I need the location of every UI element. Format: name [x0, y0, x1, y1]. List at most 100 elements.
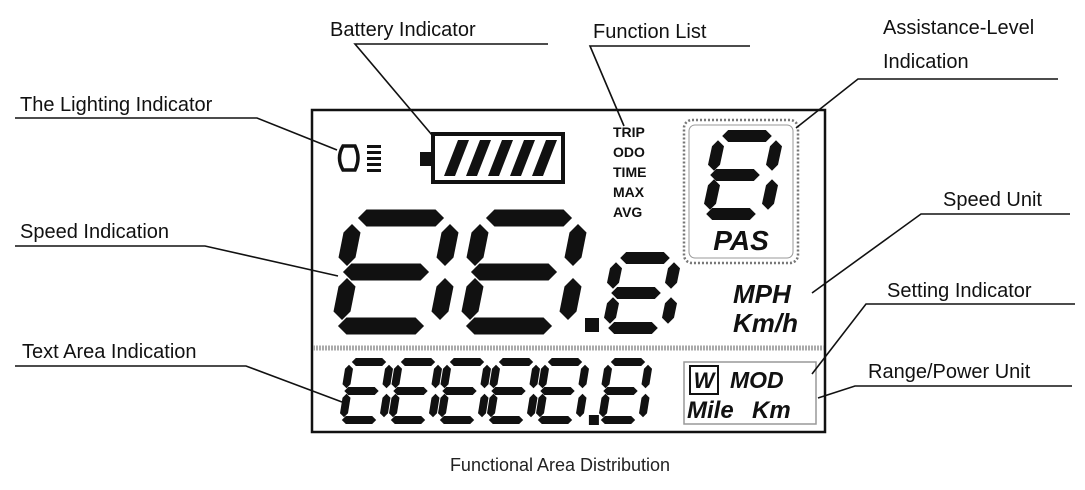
- headlight-icon: [337, 144, 360, 172]
- pas-indicator: PAS: [682, 118, 800, 265]
- battery-body: [431, 132, 565, 184]
- text-digit-1-segment-b: [431, 364, 442, 389]
- text-digit-5-segment-b: [641, 364, 652, 389]
- leader-text-area: [15, 365, 343, 403]
- pas-digit: [704, 130, 782, 220]
- speed-unit-mph: MPH: [733, 279, 792, 309]
- text-digit-0-segment-c: [380, 393, 391, 418]
- speed-digit-0-segment-d: [337, 317, 425, 335]
- leader-setting: [811, 303, 1075, 375]
- text-digit-3-segment-a: [498, 358, 534, 366]
- lighting-indicator: [337, 144, 381, 172]
- leader-battery: [353, 43, 548, 136]
- text-digit-5-segment-c: [639, 393, 650, 418]
- text-digit-4-segment-g: [540, 387, 575, 395]
- function-max: MAX: [613, 184, 645, 200]
- battery-indicator: [420, 132, 565, 184]
- pas-segment-c: [762, 179, 778, 210]
- lcd-frame: [310, 108, 827, 434]
- text-digit-4-segment-c: [576, 393, 587, 418]
- text-digit-1-segment-f: [391, 364, 402, 389]
- text-digit-4-segment-a: [547, 358, 583, 366]
- text-digit-0-segment-e: [340, 393, 351, 418]
- speed-decimal-point: [585, 318, 599, 332]
- light-bar: [367, 151, 381, 154]
- range-unit-mile: Mile: [687, 397, 734, 424]
- text-digit-0: [340, 358, 393, 424]
- leader-assistance: [795, 78, 1058, 129]
- function-trip: TRIP: [613, 124, 645, 140]
- label-text-area-indication: Text Area Indication: [22, 341, 197, 363]
- speed-digit-0-segment-a: [357, 209, 445, 227]
- battery-bar: [488, 140, 513, 176]
- function-time: TIME: [613, 164, 646, 180]
- label-battery-indicator: Battery Indicator: [330, 19, 476, 41]
- callout-battery: Battery Indicator: [330, 19, 548, 136]
- text-area-digits: [340, 358, 652, 425]
- pas-frame: [682, 118, 800, 265]
- pas-segment-d: [706, 208, 756, 220]
- label-speed-unit: Speed Unit: [943, 189, 1042, 211]
- text-digit-1-segment-g: [393, 387, 428, 395]
- speed-digit-0-segment-b: [436, 223, 459, 267]
- leader-lighting: [15, 117, 338, 151]
- text-decimal-point: [588, 415, 599, 425]
- callout-speed: Speed Indication: [15, 221, 339, 277]
- pas-segment-g: [710, 169, 760, 181]
- callout-lighting: The Lighting Indicator: [15, 94, 338, 151]
- watt-unit: W: [694, 368, 717, 393]
- text-digit-0-segment-a: [351, 358, 387, 366]
- label-assistance-line1: Assistance-Level: [883, 17, 1034, 39]
- text-digit-0-segment-f: [342, 364, 353, 389]
- speed-digit-1-segment-d: [465, 317, 553, 335]
- battery-bar: [444, 140, 469, 176]
- light-bars: [367, 145, 381, 172]
- text-digit-5-segment-e: [599, 393, 610, 418]
- battery-bar: [510, 140, 535, 176]
- speed-digit-1-segment-g: [470, 263, 558, 281]
- pas-segment-b: [766, 140, 782, 171]
- text-digit-3-segment-f: [489, 364, 500, 389]
- speed-unit-kmh: Km/h: [733, 308, 798, 338]
- speed-digits: [333, 209, 680, 335]
- function-list: TRIP ODO TIME MAX AVG: [613, 124, 646, 220]
- text-digit-5: [599, 358, 652, 424]
- label-setting-indicator: Setting Indicator: [887, 280, 1032, 302]
- text-digit-2-segment-c: [478, 393, 489, 418]
- pas-label: PAS: [713, 225, 769, 256]
- speed-digit-1-segment-c: [559, 277, 582, 321]
- label-lighting-indicator: The Lighting Indicator: [20, 94, 213, 116]
- pas-segment-f: [708, 140, 724, 171]
- leader-speed: [15, 245, 339, 277]
- text-digit-1-segment-e: [389, 393, 400, 418]
- speed-digit-0-segment-f: [338, 223, 361, 267]
- text-digit-1-segment-c: [429, 393, 440, 418]
- leader-range: [817, 385, 1072, 399]
- text-digit-4-segment-f: [538, 364, 549, 389]
- speed-digit-tenths-segment-g: [611, 287, 661, 299]
- text-digit-3: [487, 358, 540, 424]
- light-bar: [367, 169, 381, 172]
- unit-box: [683, 361, 817, 425]
- mod-label: MOD: [730, 367, 784, 393]
- text-digit-1-segment-a: [400, 358, 436, 366]
- text-digit-2-segment-f: [440, 364, 451, 389]
- speed-digit-0-segment-e: [333, 277, 356, 321]
- text-digit-3-segment-d: [488, 416, 524, 424]
- pas-segment-a: [722, 130, 772, 142]
- speed-digit-tenths-segment-f: [607, 262, 622, 289]
- pas-segment-e: [704, 179, 720, 210]
- text-digit-1: [389, 358, 442, 424]
- text-digit-2-segment-g: [442, 387, 477, 395]
- callout-speed-unit: Speed Unit: [811, 189, 1070, 294]
- speed-digit-0: [333, 209, 459, 335]
- speed-digit-1-segment-f: [466, 223, 489, 267]
- text-digit-5-segment-a: [610, 358, 646, 366]
- function-avg: AVG: [613, 204, 642, 220]
- speed-digit-0-segment-c: [431, 277, 454, 321]
- speed-digit-tenths-segment-b: [665, 262, 680, 289]
- label-speed-indication: Speed Indication: [20, 221, 169, 243]
- text-digit-2-segment-e: [438, 393, 449, 418]
